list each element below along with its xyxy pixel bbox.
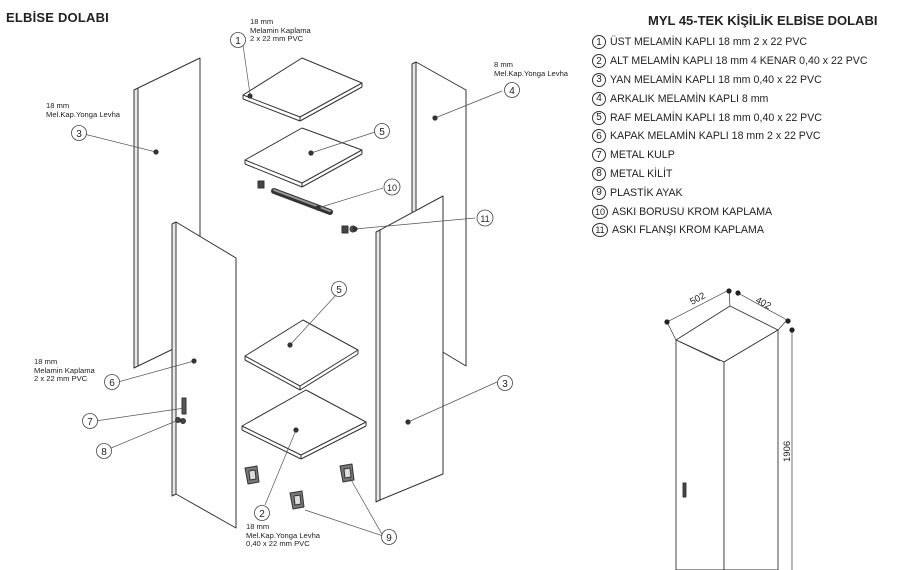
part-number: 2 (592, 54, 606, 69)
parts-list-item: 3 YAN MELAMİN KAPLI 18 mm 0,40 x 22 PVC (592, 71, 868, 90)
part-label: METAL KİLİT (610, 167, 673, 180)
svg-text:6: 6 (109, 378, 115, 389)
svg-text:5: 5 (379, 127, 385, 138)
lower-shelf (244, 319, 359, 387)
bottom-panel (241, 389, 367, 456)
right-side-panel (375, 195, 444, 503)
dimension-lines (666, 289, 793, 570)
door-note: 18 mm Melamin Kaplama 2 x 22 mm PVC (34, 357, 95, 384)
svg-text:10: 10 (387, 183, 397, 193)
parts-list-item: 6 KAPAK MELAMİN KAPLI 18 mm 2 x 22 PVC (592, 127, 868, 146)
metal-lock (175, 417, 186, 424)
bottom-panel-note: 18 mm Mel.Kap.Yonga Levha 0,40 x 22 mm P… (246, 522, 321, 549)
part-label: PLASTİK AYAK (610, 186, 683, 199)
plastic-foot (289, 490, 305, 510)
depth-dimension: 402 (754, 295, 773, 312)
svg-text:5: 5 (336, 285, 342, 296)
svg-text:3: 3 (502, 379, 508, 390)
leader-lines (79, 44, 503, 537)
svg-text:3: 3 (76, 129, 82, 140)
part-label: ÜST MELAMİN KAPLI 18 mm 2 x 22 PVC (610, 36, 808, 49)
leader-dots (153, 93, 438, 433)
part-label: ASKI BORUSU KROM KAPLAMA (612, 205, 773, 218)
part-number: 1 (592, 35, 606, 50)
callout-8: 8 (96, 443, 112, 459)
parts-list-item: 5 RAF MELAMİN KAPLI 18 mm 0,40 x 22 PVC (592, 108, 868, 127)
callout-5-upper: 5 (374, 123, 390, 139)
dimension-dots (664, 288, 795, 333)
part-label: RAF MELAMİN KAPLI 18 mm 0,40 x 22 PVC (610, 111, 822, 124)
upper-shelf (244, 127, 363, 184)
part-number: 9 (592, 185, 606, 200)
parts-list-item: 9 PLASTİK AYAK (592, 183, 868, 202)
part-number: 4 (592, 91, 606, 106)
callout-3-left: 3 (71, 125, 87, 141)
callout-9: 9 (381, 529, 397, 545)
width-dimension: 502 (688, 290, 707, 307)
parts-list-title: MYL 45-TEK KİŞİLİK ELBİSE DOLABI (648, 13, 878, 28)
back-panel-note: 8 mm Mel.Kap.Yonga Levha (494, 60, 569, 78)
svg-text:1: 1 (235, 36, 241, 47)
part-number: 10 (592, 204, 608, 219)
callout-4: 4 (504, 82, 520, 98)
callout-10: 10 (383, 178, 401, 196)
parts-list-item: 10 ASKI BORUSU KROM KAPLAMA (592, 202, 868, 221)
plastic-foot (244, 465, 260, 485)
part-number: 5 (592, 110, 606, 125)
part-label: ARKALIK MELAMİN KAPLI 8 mm (610, 92, 769, 105)
callouts: 1 3 4 5 10 11 5 6 3 7 8 2 9 (71, 32, 520, 545)
svg-text:11: 11 (480, 214, 489, 224)
callout-1: 1 (230, 32, 246, 48)
parts-list: 1 ÜST MELAMİN KAPLI 18 mm 2 x 22 PVC 2 ALT… (592, 33, 868, 240)
callout-6: 6 (104, 374, 120, 390)
svg-text:8: 8 (101, 447, 107, 458)
parts-list-item: 1 ÜST MELAMİN KAPLI 18 mm 2 x 22 PVC (592, 33, 868, 52)
part-label: YAN MELAMİN KAPLI 18 mm 0,40 x 22 PVC (610, 73, 822, 86)
svg-text:4: 4 (509, 86, 515, 97)
part-label: ASKI FLANŞI KROM KAPLAMA (612, 224, 764, 237)
top-panel-note: 18 mm Melamin Kaplama 2 x 22 mm PVC (250, 17, 311, 44)
part-number: 7 (592, 148, 606, 163)
parts-list-item: 4 ARKALIK MELAMİN KAPLI 8 mm (592, 89, 868, 108)
top-panel (242, 57, 363, 118)
svg-text:2: 2 (259, 509, 265, 520)
callout-7: 7 (82, 413, 98, 429)
svg-text:9: 9 (386, 533, 392, 544)
assembled-cabinet (664, 288, 795, 570)
plastic-foot (339, 463, 355, 483)
page-title: ELBİSE DOLABI (6, 10, 109, 25)
parts-list-item: 2 ALT MELAMİN KAPLI 18 mm 4 KENAR 0,40 x … (592, 52, 868, 71)
part-label: METAL KULP (610, 149, 675, 162)
part-number: 11 (592, 223, 608, 238)
part-label: ALT MELAMİN KAPLI 18 mm 4 KENAR 0,40 x 2… (610, 55, 868, 68)
part-number: 6 (592, 129, 606, 144)
cabinet-handle (682, 482, 687, 498)
callout-5-lower: 5 (331, 281, 347, 297)
callout-3-right: 3 (497, 375, 513, 391)
callout-11: 11 (476, 209, 494, 227)
height-dimension: 1906 (782, 441, 793, 462)
parts-list-item: 7 METAL KULP (592, 146, 868, 165)
part-number: 8 (592, 166, 606, 181)
parts-list-item: 8 METAL KİLİT (592, 165, 868, 184)
callout-2: 2 (254, 505, 270, 521)
side-panel-note: 18 mm Mel.Kap.Yonga Levha (46, 101, 121, 119)
metal-handle (181, 397, 187, 415)
part-label: KAPAK MELAMİN KAPLI 18 mm 2 x 22 PVC (610, 130, 821, 143)
door-panel (171, 221, 237, 529)
svg-text:7: 7 (87, 417, 93, 428)
part-number: 3 (592, 72, 606, 87)
parts-list-item: 11 ASKI FLANŞI KROM KAPLAMA (592, 221, 868, 240)
